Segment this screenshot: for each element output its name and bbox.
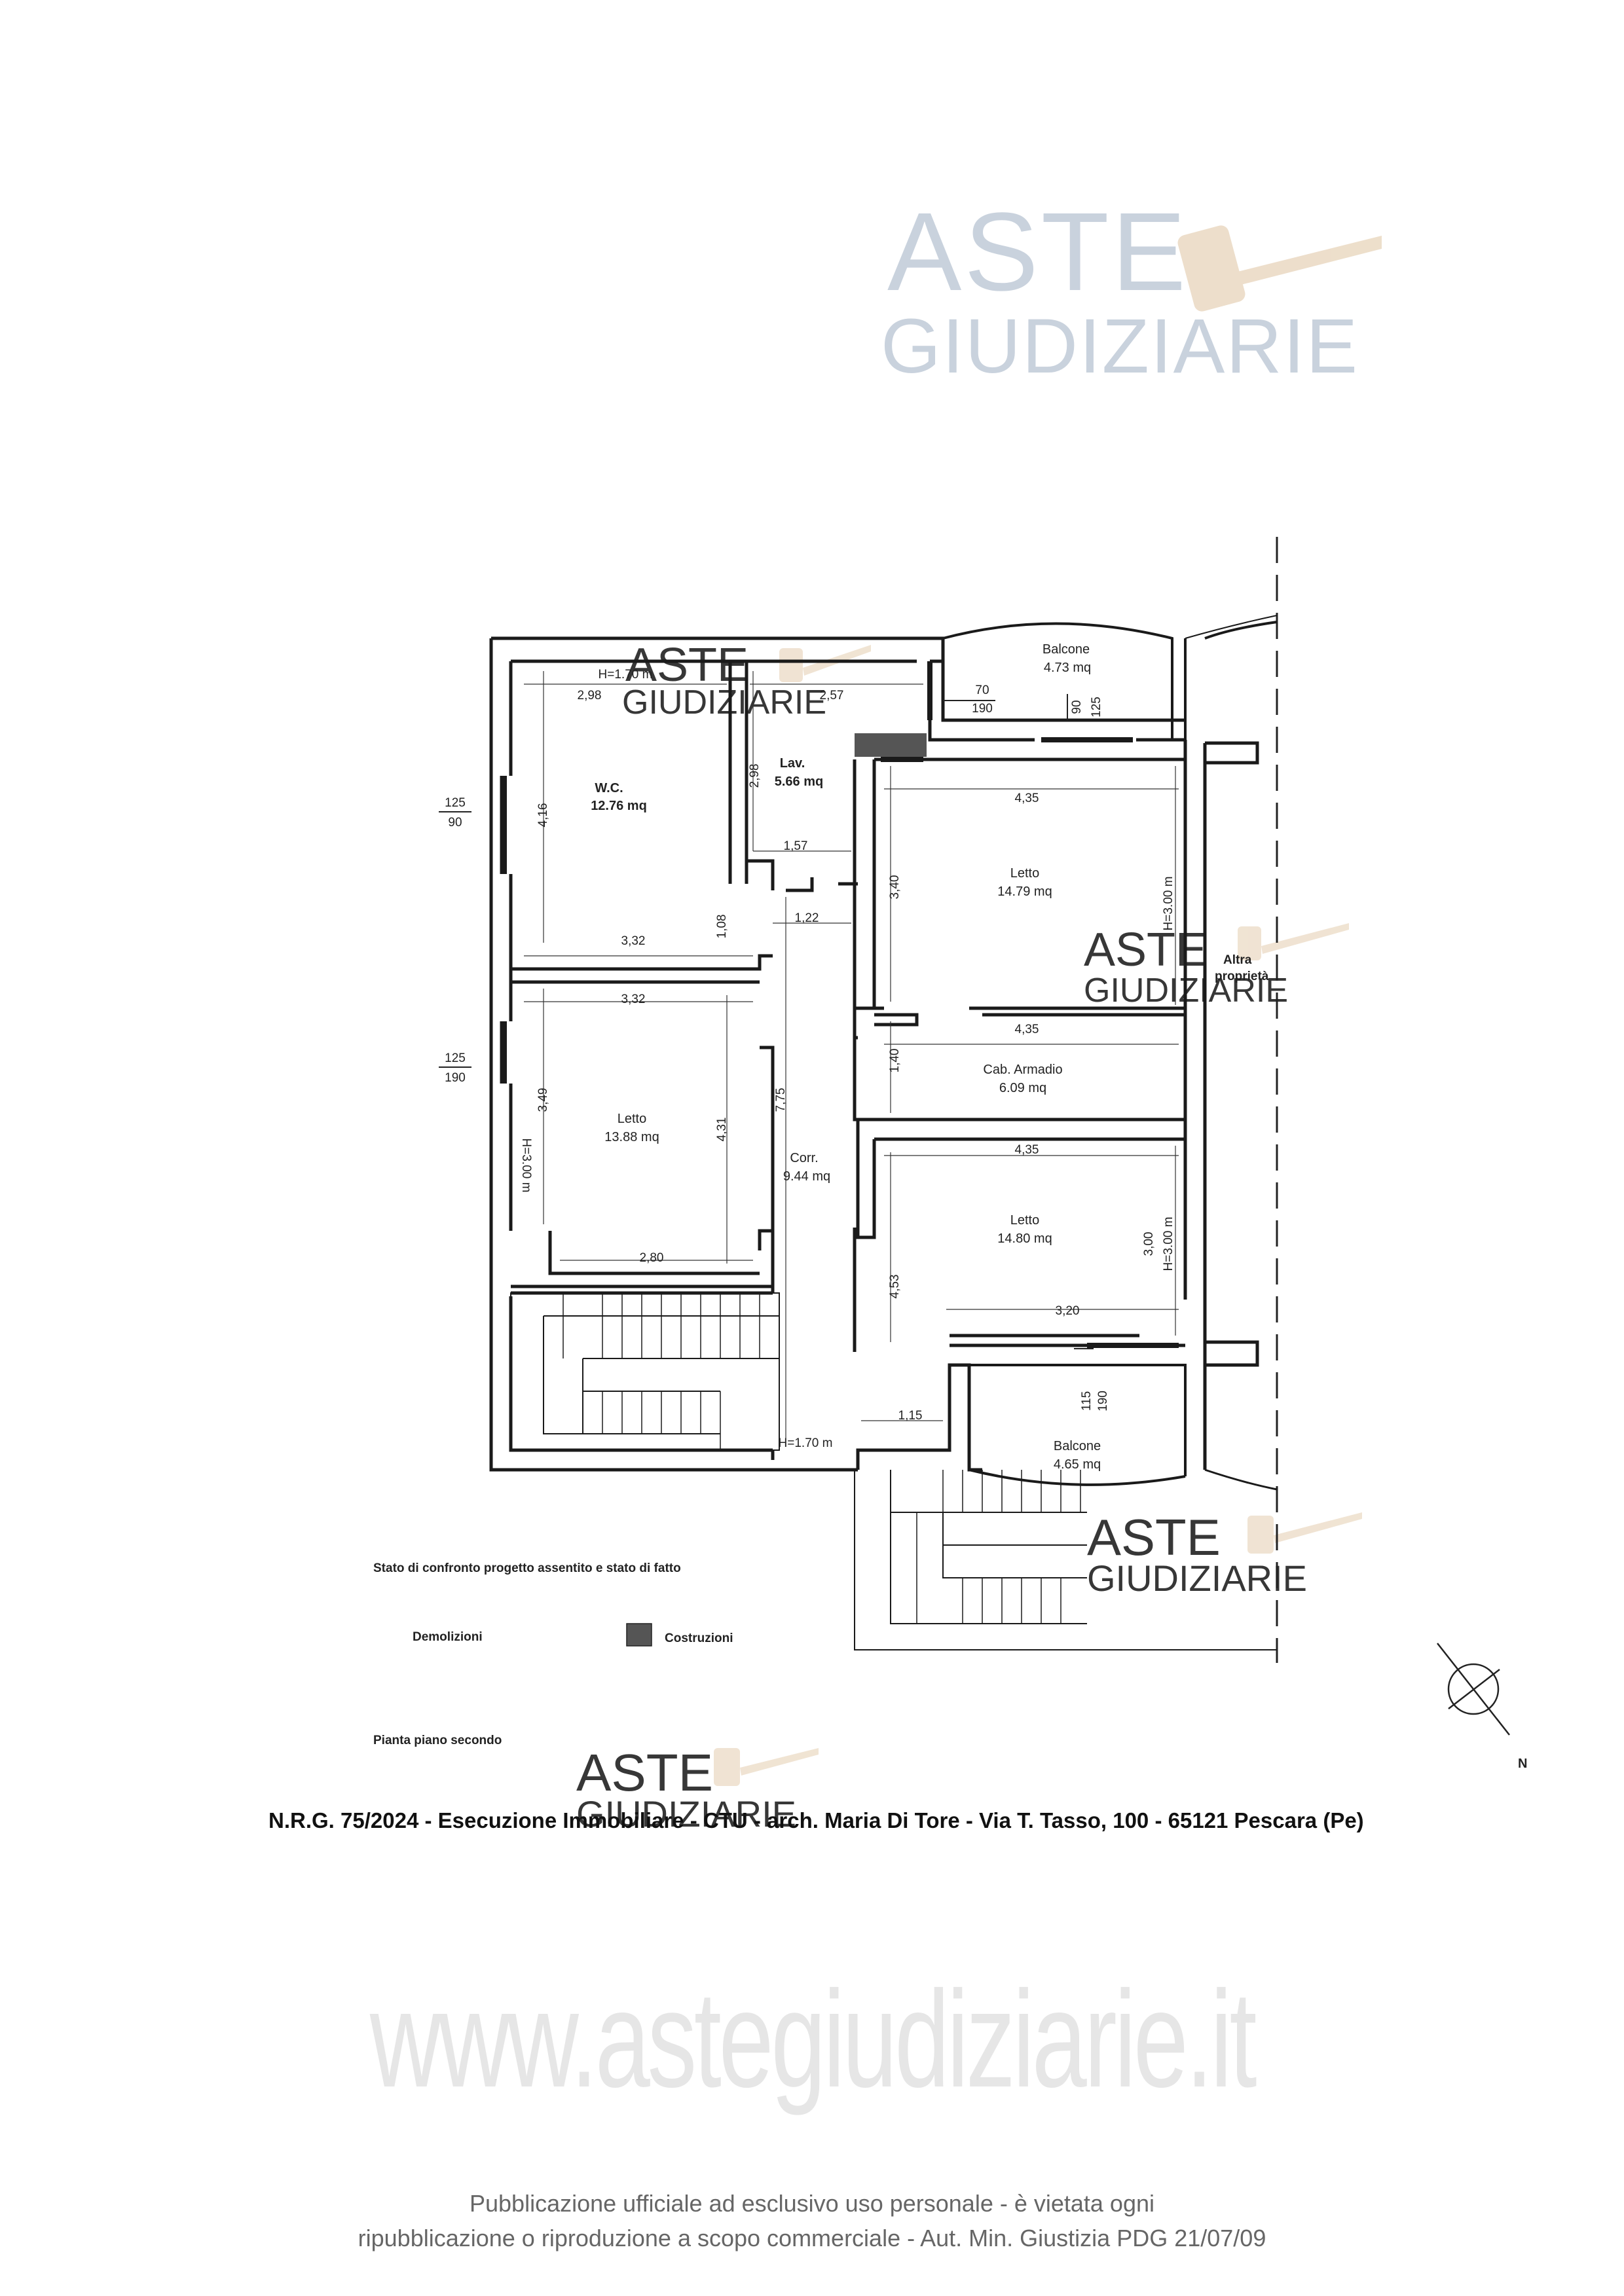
room-area-lav: 5.66 mq	[775, 774, 823, 789]
window-section-marks	[439, 694, 1094, 1349]
room-area-letto-3: 14.80 mq	[997, 1231, 1052, 1246]
gavel-icon	[1177, 225, 1382, 312]
legend-costruzioni-swatch	[626, 1623, 652, 1647]
room-label-wc: W.C.	[595, 781, 623, 795]
watermark-brand-bottom-small: GIUDIZIARIE	[1087, 1558, 1307, 1599]
dim-h300-left: H=3.00 m	[519, 1139, 533, 1193]
north-arrow-icon	[1437, 1643, 1510, 1736]
watermark-brand-bottom-small: GIUDIZIARIE	[576, 1793, 796, 1834]
dim-wc-width: 2,98	[578, 689, 602, 702]
dim-letto3-width: 4,35	[1015, 1143, 1039, 1157]
adjacent-balcony-top	[1204, 621, 1278, 640]
room-label-cab-armadio: Cab. Armadio	[983, 1063, 1062, 1077]
adjacent-balcony-top-inner	[1185, 615, 1278, 639]
dim-70: 70	[975, 683, 989, 697]
dim-125-left2: 125	[445, 1051, 466, 1065]
label-proprieta: proprietà	[1215, 970, 1269, 983]
room-label-corridor: Corr.	[790, 1151, 818, 1165]
dim-h300-right2: H=3.00 m	[1162, 1217, 1175, 1271]
dim-wc-height: 4,16	[536, 803, 550, 828]
watermark-brand-top-small: ASTE	[576, 1743, 713, 1802]
gavel-icon	[779, 645, 871, 682]
room-area-letto-2: 13.88 mq	[604, 1130, 659, 1144]
room-area-corridor: 9.44 mq	[783, 1169, 830, 1184]
dim-wc-bottom: 3,32	[621, 934, 646, 948]
footer-line-1: Pubblicazione ufficiale ad esclusivo uso…	[470, 2190, 1154, 2217]
watermark-brand-bottom-small: GIUDIZIARIE	[622, 683, 826, 721]
legend-demolizioni: Demolizioni	[413, 1630, 483, 1644]
watermark-logo-plan-4: ASTE GIUDIZIARIE	[576, 1743, 819, 1834]
watermark-brand-top-small: ASTE	[1087, 1508, 1221, 1566]
plan-title: Pianta piano secondo	[373, 1734, 502, 1747]
dim-cab-height: 1,40	[888, 1049, 902, 1073]
balcone-top-outline	[942, 622, 1173, 740]
dim-letto3-height: 4,53	[888, 1275, 902, 1299]
dim-letto2-bottom: 2,80	[640, 1251, 664, 1265]
dim-h170-bottom: H=1.70 m	[779, 1436, 833, 1450]
dim-letto1-height: 3,40	[888, 875, 902, 900]
dim-h300-right: H=3.00 m	[1162, 877, 1175, 931]
room-area-cab-armadio: 6.09 mq	[999, 1081, 1046, 1095]
room-area-letto-1: 14.79 mq	[997, 884, 1052, 899]
dim-190-top: 190	[972, 702, 993, 716]
dim-letto1-width: 4,35	[1015, 792, 1039, 805]
dim-90-balcone: 90	[1070, 700, 1084, 714]
staircase-internal	[510, 1292, 780, 1451]
watermark-logo-plan-2: ASTE GIUDIZIARIE	[1084, 923, 1349, 1010]
dim-corr-bottom: 1,15	[898, 1409, 923, 1423]
dim-h170-top: H=1.70 m	[599, 668, 653, 682]
room-area-balcone-top: 4.73 mq	[1044, 661, 1091, 675]
label-altra: Altra	[1223, 953, 1252, 967]
watermark-logo-plan-3: ASTE GIUDIZIARIE	[1087, 1508, 1362, 1599]
watermark-site: www.astegiudiziarie.it	[369, 1962, 1257, 2116]
room-area-balcone-bottom: 4.65 mq	[1054, 1457, 1101, 1472]
footer-line-2: ripubblicazione o riproduzione a scopo c…	[358, 2225, 1266, 2251]
dim-letto2-height: 3,49	[536, 1088, 550, 1112]
room-label-letto-2: Letto	[618, 1112, 646, 1126]
dim-lav-width: 2,57	[820, 689, 844, 702]
dim-door-108: 1,08	[715, 915, 729, 939]
dim-letto3-side: 3,00	[1142, 1232, 1156, 1256]
watermark-brand-top-small: ASTE	[625, 639, 748, 691]
dim-letto3-bottom: 3,20	[1056, 1304, 1080, 1318]
north-label: N	[1518, 1757, 1527, 1771]
room-label-lav: Lav.	[780, 756, 805, 771]
dim-125-left1: 125	[445, 796, 466, 810]
stair-treads	[563, 1293, 760, 1450]
room-label-letto-1: Letto	[1010, 866, 1039, 881]
dim-90-left1: 90	[448, 816, 462, 829]
dim-corr-small: 1,22	[795, 911, 819, 925]
dim-115: 115	[1080, 1391, 1094, 1411]
dim-letto2-top: 3,32	[621, 993, 646, 1006]
watermark-brand-top-small: ASTE	[1084, 924, 1207, 976]
room-label-balcone-bottom: Balcone	[1054, 1439, 1101, 1453]
watermark-brand-top: ASTE	[887, 190, 1189, 314]
gavel-icon	[714, 1748, 819, 1786]
document-reference: N.R.G. 75/2024 - Esecuzione Immobiliare …	[268, 1808, 1364, 1832]
dim-lav-small: 1,57	[784, 839, 808, 853]
dim-190-bottom: 190	[1096, 1391, 1110, 1412]
dim-190-left2: 190	[445, 1071, 466, 1085]
dim-lav-height: 2,98	[748, 764, 762, 788]
dim-letto2-inner: 4,31	[715, 1118, 729, 1142]
dim-cab-width: 4,35	[1015, 1023, 1039, 1036]
legend-title: Stato di confronto progetto assentito e …	[373, 1561, 681, 1575]
legend-costruzioni: Costruzioni	[665, 1631, 733, 1645]
costruzioni-block	[855, 733, 927, 757]
balcone-bottom-outline	[969, 1364, 1278, 1491]
room-label-balcone-top: Balcone	[1043, 642, 1090, 657]
room-area-wc: 12.76 mq	[591, 799, 647, 813]
room-label-letto-3: Letto	[1010, 1213, 1039, 1228]
watermark-brand-bottom: GIUDIZIARIE	[881, 303, 1359, 390]
dimension-lines	[524, 671, 1179, 1447]
gavel-icon	[1247, 1512, 1362, 1554]
gavel-icon	[1238, 923, 1349, 960]
external-stair-treads	[916, 1470, 1081, 1624]
dim-125-balcone: 125	[1090, 697, 1103, 718]
dim-corr-length: 7,75	[774, 1088, 788, 1112]
window-marks	[927, 661, 1179, 1348]
